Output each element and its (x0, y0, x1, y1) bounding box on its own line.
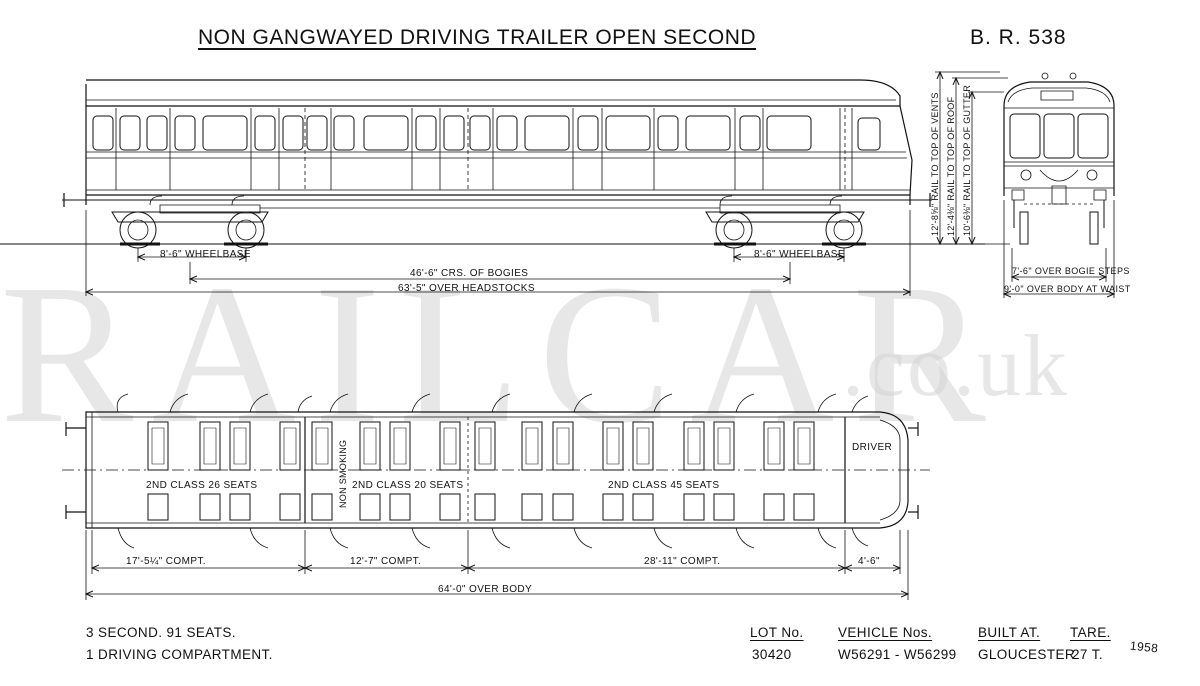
vehicle-header: VEHICLE Nos. (838, 625, 933, 640)
side-dimensions (86, 210, 910, 296)
plan-view (62, 394, 930, 600)
rail-to-roof-label: 12'-4⅜" RAIL TO TOP OF ROOF (946, 96, 956, 236)
non-smoking-label: NON SMOKING (338, 439, 348, 508)
comp-4-label: 4'-6" (858, 556, 880, 567)
vehicle-value: W56291 - W56299 (838, 647, 957, 662)
built-value: GLOUCESTER (978, 647, 1076, 662)
drawing-reference: B. R. 538 (970, 26, 1067, 49)
driving-summary: 1 DRIVING COMPARTMENT. (86, 647, 273, 662)
destination-box (1041, 91, 1073, 100)
seats-lower (148, 494, 814, 520)
driver-label: DRIVER (852, 442, 893, 453)
bogie-left (112, 196, 268, 248)
lot-header: LOT No. (750, 625, 804, 640)
tare-header: TARE. (1070, 625, 1111, 640)
class-20-label: 2ND CLASS 20 SEATS (352, 480, 464, 491)
end-elevation (930, 72, 1114, 298)
rail-to-gutter-label: 10'-6⅜" RAIL TO TOP OF GUTTER (962, 85, 972, 236)
year-annotation: 1958 (1129, 638, 1159, 656)
drawing-title: NON GANGWAYED DRIVING TRAILER OPEN SECON… (198, 26, 757, 49)
wheelbase-left-label: 8'-6" WHEELBASE (160, 249, 251, 260)
watermark-domain: .co.uk (842, 318, 1070, 415)
roof (86, 80, 900, 106)
plan-dimensions (86, 530, 908, 600)
over-bogie-steps-label: 7'-6" OVER BOGIE STEPS (1012, 266, 1130, 276)
class-45-label: 2ND CLASS 45 SEATS (608, 480, 720, 491)
lot-value: 30420 (752, 647, 792, 662)
class-26-label: 2ND CLASS 26 SEATS (146, 480, 258, 491)
seats-summary: 3 SECOND. 91 SEATS. (86, 625, 236, 640)
plan-body (86, 412, 908, 528)
side-elevation (0, 80, 985, 296)
bogie-right (706, 196, 866, 248)
over-body-label: 64'-0" OVER BODY (438, 584, 533, 595)
door-swings (117, 394, 868, 548)
built-header: BUILT AT. (978, 625, 1041, 640)
comp-2-label: 12'-7" COMPT. (350, 556, 422, 567)
comp-1-label: 17'-5¼" COMPT. (126, 556, 206, 567)
side-doors (116, 108, 852, 190)
comp-3-label: 28'-11" COMPT. (644, 556, 721, 567)
tare-value: 27 T. (1072, 647, 1104, 662)
side-windows (93, 116, 880, 150)
cab-front (1004, 82, 1114, 196)
wheelbase-right-label: 8'-6" WHEELBASE (754, 249, 845, 260)
rail-to-vents-label: 12'-8⅝" RAIL TO TOP OF VENTS (930, 92, 940, 236)
bogie-centres-label: 46'-6" CRS. OF BOGIES (410, 268, 529, 279)
seats-upper (148, 422, 814, 470)
over-body-waist-label: 9'-0" OVER BODY AT WAIST (1004, 284, 1131, 294)
over-headstocks-label: 63'-5" OVER HEADSTOCKS (398, 283, 535, 294)
